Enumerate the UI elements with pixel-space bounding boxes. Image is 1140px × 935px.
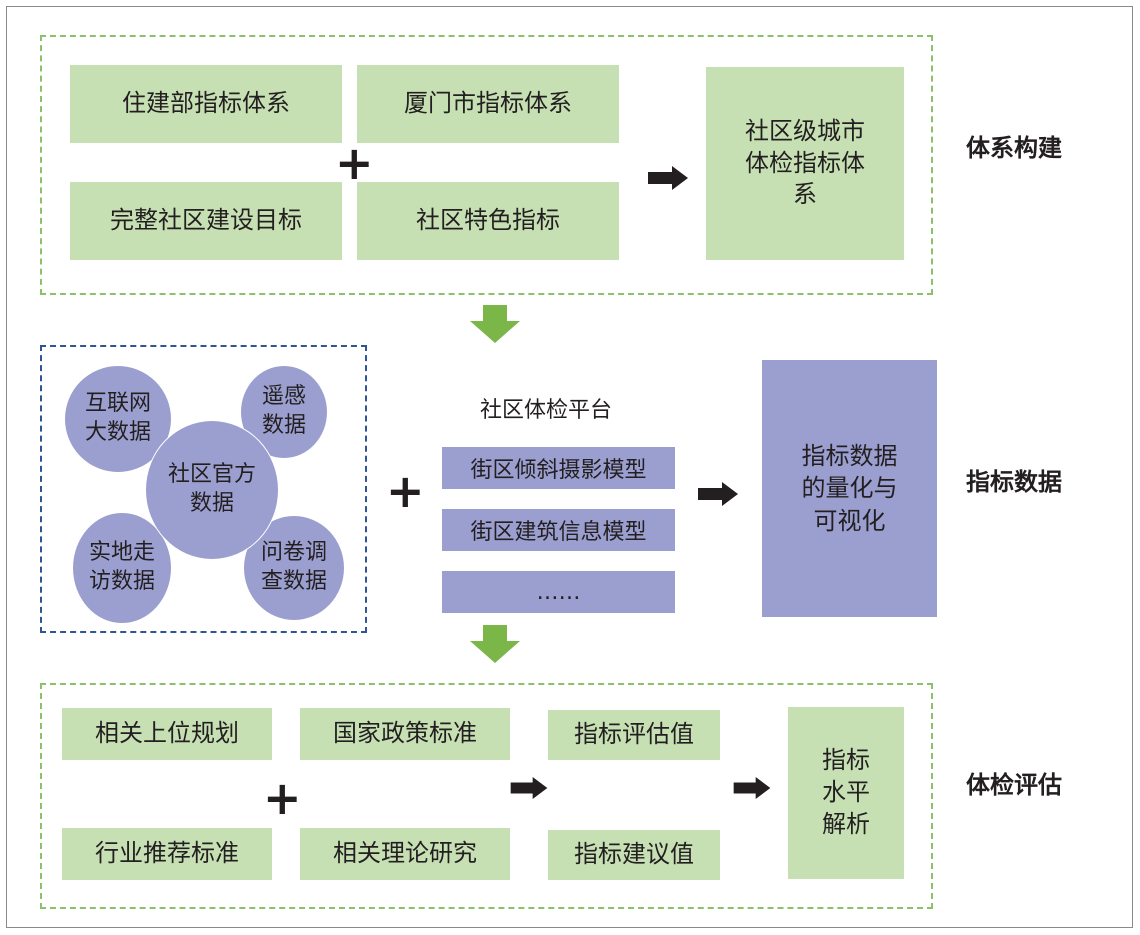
platform-item-oblique-photo-model: 街区倾斜摄影模型 [442, 447, 675, 489]
stage3-input-national-policy: 国家政策标准 [300, 708, 510, 760]
data-source-questionnaire: 问卷调 查数据 [243, 515, 345, 621]
platform-item-building-info-model: 街区建筑信息模型 [442, 509, 675, 551]
down-arrow-icon [470, 305, 520, 343]
data-source-remote-sensing: 遥感 数据 [240, 365, 328, 459]
stage1-group [40, 35, 933, 295]
platform-item-more: …… [442, 571, 675, 613]
stage3-label: 体检评估 [966, 771, 1062, 799]
stage2-label: 指标数据 [966, 468, 1062, 496]
stage2-result-quantification: 指标数据 的量化与 可视化 [762, 360, 937, 617]
stage1-result-index-system: 社区级城市 体检指标体 系 [706, 67, 904, 260]
data-source-internet: 互联网 大数据 [64, 365, 172, 473]
stage3-group [40, 683, 933, 909]
stage1-box-community-feature: 社区特色指标 [357, 182, 619, 260]
stage3-result-level-analysis: 指标 水平 解析 [788, 707, 904, 879]
stage3-input-industry-standard: 行业推荐标准 [62, 828, 272, 880]
down-arrow-icon [470, 625, 520, 663]
right-arrow-icon [698, 482, 738, 506]
stage1-box-complete-community: 完整社区建设目标 [70, 182, 342, 260]
stage3-plus-sign: + [263, 771, 302, 825]
stage3-input-theory-research: 相关理论研究 [300, 828, 510, 880]
figure-frame [6, 6, 1133, 928]
stage3-value-assessment: 指标评估值 [548, 710, 720, 760]
stage1-box-moh: 住建部指标体系 [70, 65, 342, 143]
right-arrow-icon [648, 166, 688, 190]
stage2-data-sources-group [40, 345, 367, 633]
data-source-official: 社区官方 数据 [145, 420, 279, 560]
stage3-input-upper-planning: 相关上位规划 [62, 708, 272, 760]
stage1-plus-sign: + [335, 136, 374, 190]
right-arrow-icon [733, 777, 771, 799]
right-arrow-icon [510, 777, 548, 799]
stage2-plus-sign: + [386, 464, 425, 518]
stage1-box-xiamen: 厦门市指标体系 [357, 65, 619, 143]
stage1-label: 体系构建 [966, 134, 1062, 162]
stage3-value-recommended: 指标建议值 [548, 830, 720, 880]
data-source-field-visit: 实地走 访数据 [72, 512, 172, 624]
platform-title: 社区体检平台 [480, 398, 613, 423]
